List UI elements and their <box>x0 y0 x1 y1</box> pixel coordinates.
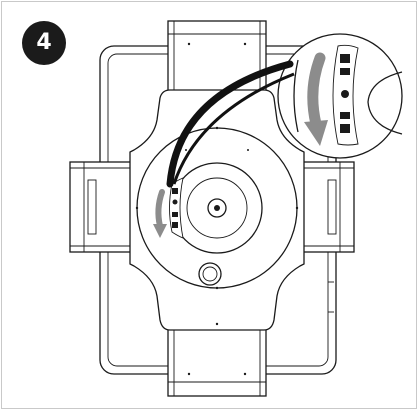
step-number-badge: 4 <box>22 21 66 65</box>
bottom-clamp-arm <box>167 323 267 397</box>
lock-indicator-band <box>169 177 184 239</box>
dial-rotation-arrow <box>153 189 167 238</box>
callout-rotation-arrow <box>304 52 328 146</box>
left-clamp-arm <box>69 161 137 253</box>
callout-lock-band <box>332 44 359 146</box>
top-clamp-arm <box>167 20 267 94</box>
instruction-panel: 4 <box>1 1 417 409</box>
release-button <box>198 262 222 286</box>
rotation-dial <box>135 126 299 290</box>
step-number: 4 <box>36 30 52 55</box>
callout-leader-arrow <box>166 60 295 188</box>
